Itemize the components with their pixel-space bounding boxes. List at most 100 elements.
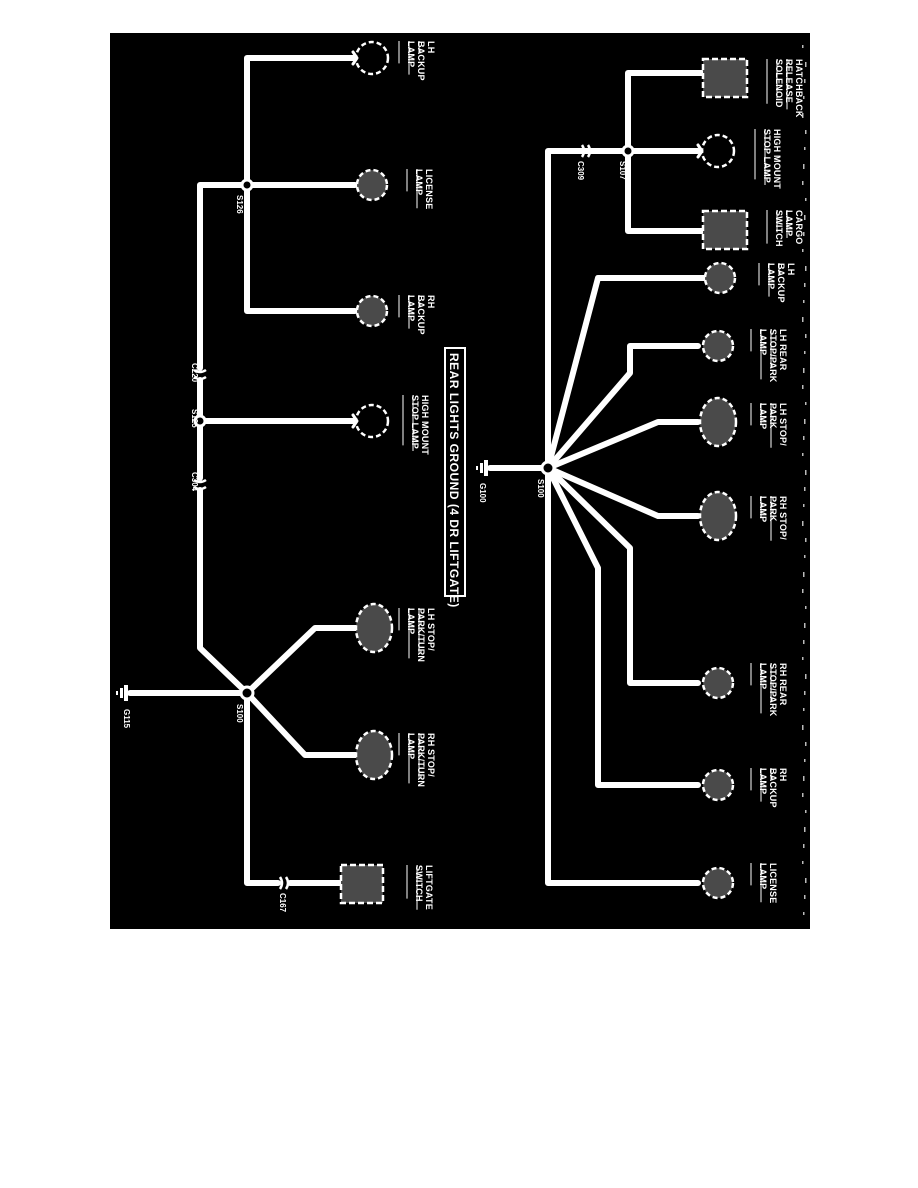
label-rh-stop-park-lamp-line: PARK bbox=[768, 496, 778, 522]
wire-s107-cargo-switch bbox=[625, 148, 705, 234]
label-high-mount-stop-lamp-line: HIGH MOUNT bbox=[420, 395, 430, 455]
upper-circuit: S100 G100 S107 C309 HATCHBACKRELEASESOLE… bbox=[476, 57, 804, 903]
wire-s126-lh-backup bbox=[244, 55, 358, 188]
label-c309: C309 bbox=[576, 161, 585, 181]
connector-c304 bbox=[193, 478, 207, 491]
label-hatchback-release-solenoid-line: HATCHBACK bbox=[794, 59, 804, 118]
label-license-lamp-line: LAMP bbox=[758, 863, 768, 889]
label-hatchback-release-solenoid-line: SOLENOID bbox=[774, 59, 784, 108]
lower-rh-backup-lamp-icon bbox=[355, 294, 389, 328]
upper-license-lamp-icon bbox=[701, 866, 735, 900]
wire-s100-c309 bbox=[545, 148, 588, 471]
label-lh-rear-stop-park-lamp-line: LH REAR bbox=[778, 329, 788, 371]
label-s126: S126 bbox=[235, 195, 244, 214]
cargo-lamp-switch-icon bbox=[701, 209, 749, 251]
wire-lh-rear-stop-park bbox=[545, 343, 701, 471]
label-lh-rear-stop-park-lamp-line: LAMP bbox=[758, 329, 768, 355]
ground-g115 bbox=[116, 685, 128, 701]
wire-s107-hatchback bbox=[625, 70, 705, 154]
label-rh-stop-park-turn-lamp-line: LAMP bbox=[406, 733, 416, 759]
lower-lh-backup-lamp-icon bbox=[354, 40, 390, 76]
label-high-mount-stop-lamp-line: STOP LAMP bbox=[762, 129, 772, 183]
label-rh-stop-park-lamp-line: RH STOP/ bbox=[778, 496, 788, 540]
label-lh-stop-park-turn-lamp-line: LH STOP/ bbox=[426, 608, 436, 651]
wire-lh-stop-park bbox=[545, 419, 701, 471]
splice-s100-upper bbox=[540, 460, 556, 476]
label-rh-backup-lamp-line: LAMP bbox=[758, 768, 768, 794]
label-high-mount-stop-lamp-line: STOP LAMP bbox=[410, 395, 420, 449]
wire-rh-stop-park-turn bbox=[244, 690, 361, 758]
diagram-title: REAR LIGHTS GROUND (4 DR LIFTGATE) bbox=[447, 353, 461, 608]
label-rh-stop-park-turn-lamp-line: PARK/TURN bbox=[416, 733, 426, 787]
high-mount-stop-lamp-icon bbox=[700, 133, 736, 169]
splice-s126 bbox=[240, 178, 254, 192]
label-s100-upper: S100 bbox=[536, 479, 545, 498]
diagram-title-group: REAR LIGHTS GROUND (4 DR LIFTGATE) bbox=[444, 347, 466, 608]
label-g115: G115 bbox=[122, 709, 131, 729]
lower-circuit: S126 C220 S125 C304 S100 G115 C167 LHBAC… bbox=[116, 40, 436, 913]
wire-s126-rh-backup bbox=[244, 182, 358, 314]
label-lh-backup-lamp-line: LAMP bbox=[766, 263, 776, 289]
label-cargo-lamp-switch-line: LAMP bbox=[784, 210, 794, 236]
label-rh-backup-lamp-line: BACKUP bbox=[768, 768, 778, 808]
upper-rh-stop-park-lamp-icon bbox=[698, 490, 738, 542]
label-liftgate-switch-line: LIFTGATE bbox=[424, 865, 434, 910]
label-rh-backup-lamp-line: BACKUP bbox=[416, 295, 426, 335]
hatchback-release-solenoid-icon bbox=[701, 57, 749, 99]
connector-c309 bbox=[580, 144, 592, 158]
label-lh-backup-lamp-line: BACKUP bbox=[416, 41, 426, 81]
label-rh-rear-stop-park-lamp-line: STOP/PARK bbox=[768, 663, 778, 717]
scan-edge-marks bbox=[802, 45, 807, 915]
label-lh-rear-stop-park-lamp-line: STOP/PARK bbox=[768, 329, 778, 383]
label-g100: G100 bbox=[478, 483, 487, 503]
label-lh-backup-lamp-line: LH bbox=[426, 41, 436, 53]
upper-rh-backup-lamp-icon bbox=[701, 768, 735, 802]
label-license-lamp-line: LICENSE bbox=[768, 863, 778, 903]
label-s125: S125 bbox=[190, 409, 199, 428]
label-lh-backup-lamp-line: LAMP bbox=[406, 41, 416, 67]
wire-c304-s100 bbox=[197, 487, 250, 696]
wire-rh-rear-stop-park bbox=[545, 465, 701, 686]
wire-license bbox=[545, 465, 701, 886]
connector-c220 bbox=[193, 368, 207, 381]
label-lh-backup-lamp-line: LH bbox=[786, 263, 796, 275]
label-rh-backup-lamp-line: RH bbox=[426, 295, 436, 308]
lower-license-lamp-icon bbox=[355, 168, 389, 202]
label-license-lamp-line: LAMP bbox=[414, 169, 424, 195]
label-liftgate-switch-line: SWITCH bbox=[414, 865, 424, 902]
splice-s100-lower bbox=[239, 685, 255, 701]
lower-rh-stop-park-turn-lamp-icon bbox=[354, 729, 394, 781]
label-s107: S107 bbox=[618, 161, 627, 180]
label-c167: C167 bbox=[278, 893, 287, 913]
splice-s107 bbox=[621, 144, 635, 158]
label-license-lamp-line: LICENSE bbox=[424, 169, 434, 209]
wire-rh-stop-park bbox=[545, 465, 701, 519]
wire-liftgate-switch bbox=[244, 690, 281, 886]
upper-lh-rear-stop-park-lamp-icon bbox=[701, 329, 735, 363]
upper-lh-stop-park-lamp-icon bbox=[698, 396, 738, 448]
wiring-diagram: S100 G100 S107 C309 HATCHBACKRELEASESOLE… bbox=[110, 33, 810, 929]
upper-lh-backup-lamp-icon bbox=[703, 261, 737, 295]
label-lh-stop-park-turn-lamp-line: LAMP bbox=[406, 608, 416, 634]
label-rh-stop-park-turn-lamp-line: RH STOP/ bbox=[426, 733, 436, 777]
wire-lh-stop-park-turn bbox=[244, 625, 361, 696]
label-hatchback-release-solenoid-line: RELEASE bbox=[784, 59, 794, 103]
label-c220: C220 bbox=[190, 363, 199, 383]
lower-lh-stop-park-turn-lamp-icon bbox=[354, 602, 394, 654]
wire-rh-backup bbox=[545, 465, 701, 788]
upper-rh-rear-stop-park-lamp-icon bbox=[701, 666, 735, 700]
